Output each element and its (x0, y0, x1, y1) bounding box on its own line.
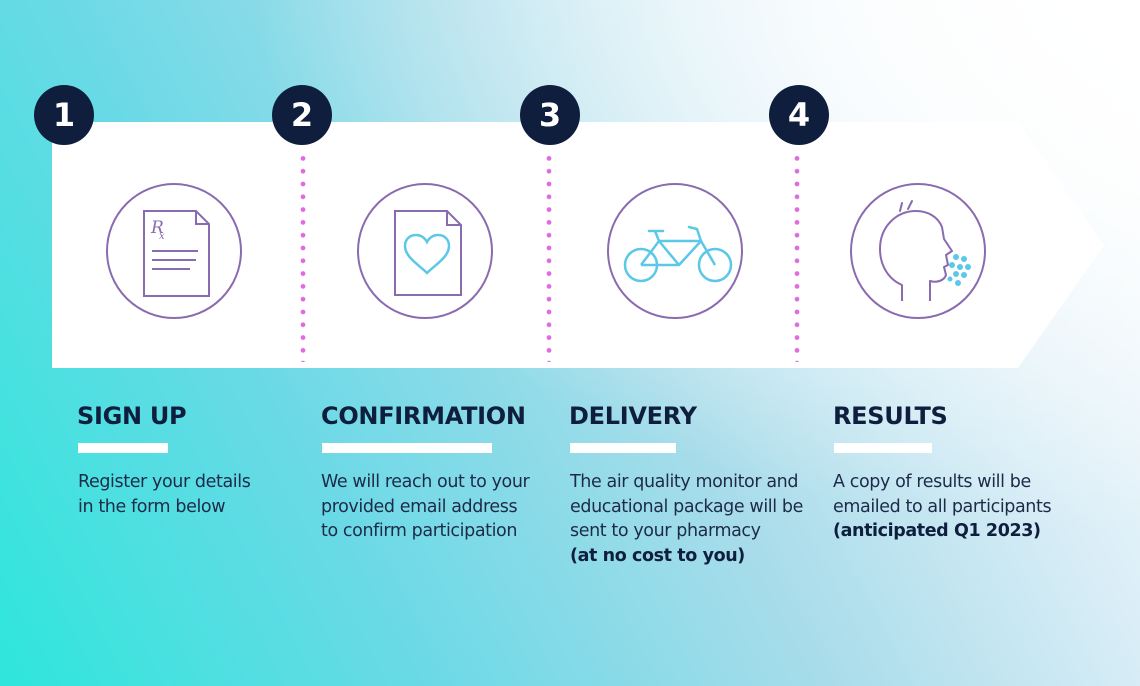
step-2-description: We will reach out to your provided email… (321, 470, 530, 544)
step-2-number: 2 (272, 85, 332, 145)
description-bold-line: (at no cost to you) (570, 545, 745, 566)
svg-text:R: R (150, 218, 164, 238)
prescription-document-icon: R x (106, 183, 242, 319)
breathing-head-icon (850, 183, 986, 319)
title-underline (322, 443, 492, 453)
title-underline (570, 443, 676, 453)
description-line: in the form below (78, 496, 226, 517)
description-line: emailed to all participants (833, 496, 1052, 517)
bicycle-icon (607, 183, 743, 319)
step-3-title: DELIVERY (569, 402, 697, 430)
step-3-description: The air quality monitor and educational … (570, 470, 803, 568)
description-line: sent to your pharmacy (570, 521, 761, 541)
divider-dots (794, 152, 800, 362)
description-line: provided email address (321, 496, 518, 517)
step-1-title: SIGN UP (77, 402, 187, 430)
description-line: The air quality monitor and (570, 472, 799, 492)
description-line: We will reach out to your (321, 472, 530, 492)
divider-dots (300, 152, 306, 362)
step-4-title: RESULTS (833, 402, 948, 430)
divider-dots (546, 152, 552, 362)
step-4-number: 4 (769, 85, 829, 145)
step-1-number: 1 (34, 85, 94, 145)
heart-document-icon (357, 183, 493, 319)
description-line: A copy of results will be (833, 472, 1031, 492)
step-4-description: A copy of results will be emailed to all… (833, 470, 1052, 544)
svg-text:x: x (159, 231, 165, 242)
title-underline (834, 443, 932, 453)
step-2-title: CONFIRMATION (321, 402, 526, 430)
description-bold-line: (anticipated Q1 2023) (833, 521, 1041, 541)
description-line: to confirm participation (321, 521, 518, 541)
title-underline (78, 443, 168, 453)
step-1-description: Register your details in the form below (78, 470, 251, 519)
description-line: Register your details (78, 472, 251, 492)
description-line: educational package will be (570, 496, 803, 517)
step-3-number: 3 (520, 85, 580, 145)
